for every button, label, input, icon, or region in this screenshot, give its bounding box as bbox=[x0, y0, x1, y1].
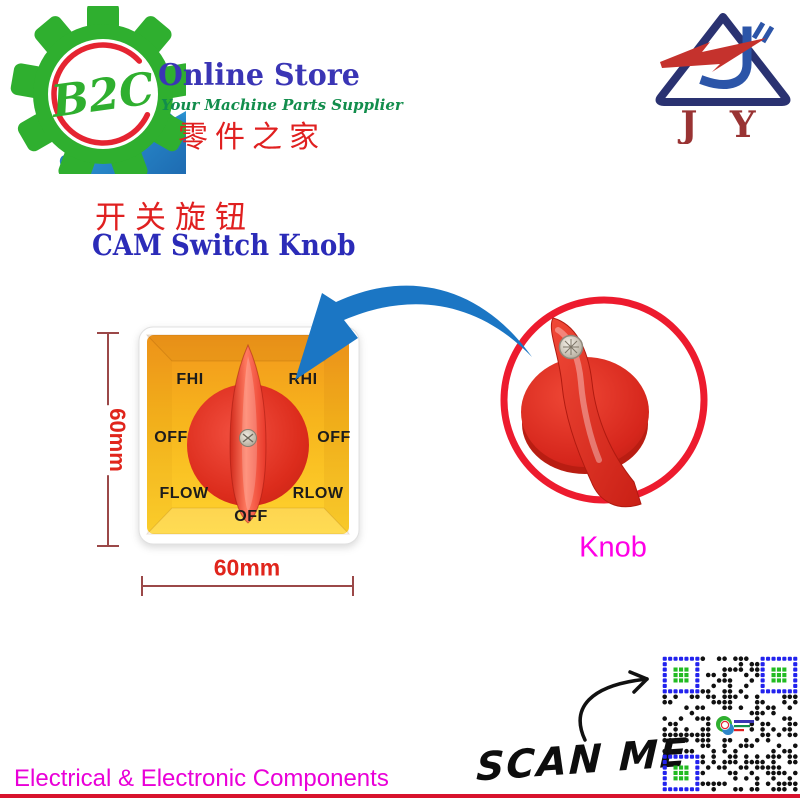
knob-photo-handle bbox=[550, 317, 642, 508]
footer-category-text: Electrical & Electronic Components bbox=[14, 765, 389, 792]
jy-slash-marks bbox=[751, 21, 775, 44]
jy-initials: J Y bbox=[677, 104, 765, 144]
plate-label-rlow: RLOW bbox=[292, 485, 344, 502]
plate-label-off-left: OFF bbox=[154, 429, 188, 446]
knob-callout-label: Knob bbox=[579, 531, 647, 564]
logo-inner-circle bbox=[48, 39, 158, 149]
dim-width-cap-right bbox=[352, 576, 354, 596]
logo-red-arc bbox=[51, 42, 155, 146]
qr-code bbox=[662, 656, 798, 792]
plate-label-fhi: FHI bbox=[176, 371, 204, 388]
store-name: Online Store bbox=[158, 58, 360, 93]
scan-me-text: SCAN ME bbox=[475, 730, 690, 791]
knob-screw-cross bbox=[242, 433, 254, 443]
plate-label-off-bottom: OFF bbox=[234, 508, 268, 525]
cam-switch-photo bbox=[138, 326, 360, 545]
blue-pointer-arrow-icon bbox=[295, 285, 532, 380]
plate-bevel-right bbox=[324, 335, 349, 534]
knob-photo-screw-sparkle bbox=[563, 339, 579, 355]
plate-bevel-left bbox=[147, 335, 172, 534]
jy-logo: J Y bbox=[655, 13, 791, 144]
plate-label-flow: FLOW bbox=[159, 485, 209, 502]
b2c-store-logo: B2C bbox=[10, 6, 186, 174]
store-chinese-name: 零件之家 bbox=[178, 120, 326, 155]
product-title-english: CAM Switch Knob bbox=[92, 228, 356, 262]
plate-label-off-right: OFF bbox=[317, 429, 351, 446]
jy-triangle bbox=[655, 13, 791, 106]
dim-height-cap-top bbox=[97, 332, 119, 334]
hand-drawn-arrow-icon bbox=[578, 670, 649, 742]
plate-label-rhi: RHI bbox=[288, 371, 318, 388]
dim-width-value: 60mm bbox=[209, 554, 285, 582]
jy-lightning-icon bbox=[660, 38, 766, 72]
product-title-chinese: 开关旋钮 bbox=[95, 200, 255, 236]
store-tagline: Your Machine Parts Supplier bbox=[161, 96, 403, 114]
dim-width-cap-left bbox=[141, 576, 143, 596]
dim-height-cap-bot bbox=[97, 545, 119, 547]
dim-height-value: 60mm bbox=[104, 405, 130, 475]
jy-j-glyph bbox=[699, 26, 752, 89]
knob-zoom-callout bbox=[500, 296, 708, 508]
footer-accent-line bbox=[0, 794, 800, 798]
dim-width-line bbox=[142, 585, 353, 587]
